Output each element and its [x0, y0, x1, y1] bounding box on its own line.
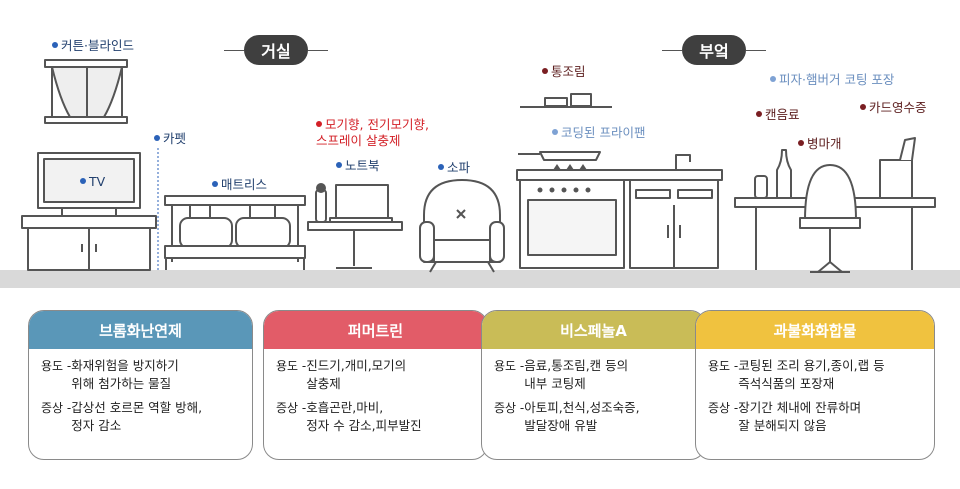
symptom-line: 정자 수 감소,피부발진 [306, 418, 422, 433]
label-can-drink: 캔음료 [756, 107, 800, 123]
bed-icon [164, 195, 306, 270]
furniture-illustration [21, 59, 936, 273]
card-title: 과불화화합물 [696, 311, 934, 349]
household-scene: 거실 부엌 커튼·블라인드 카펫 TV 매트리스 모기향, 전기모기향, 스프레… [0, 35, 960, 288]
card-title: 퍼머트린 [264, 311, 487, 349]
symptom-key: 증상 - [41, 401, 72, 415]
symptom-line: 잘 분해되지 않음 [738, 418, 827, 433]
use-key: 용도 - [708, 359, 739, 373]
label-mosquito-repellent: 모기향, 전기모기향, 스프레이 살충제 [316, 117, 429, 148]
card-title: 비스페놀A [482, 311, 705, 349]
floor [0, 270, 960, 288]
label-pizza-wrapper: 피자·햄버거 코팅 포장 [770, 72, 894, 88]
symptom-key: 증상 - [276, 401, 307, 415]
canned-food-icon [520, 93, 612, 108]
chair-icon [799, 164, 861, 273]
use-line: 코팅된 조리 용기,종이,랩 등 [738, 358, 885, 373]
use-line: 즉석식품의 포장재 [738, 376, 835, 391]
symptom-key: 증상 - [708, 401, 739, 415]
use-line: 살충제 [306, 376, 341, 391]
symptom-line: 갑상선 호르몬 역할 방해, [71, 400, 203, 415]
use-line: 진드기,개미,모기의 [306, 358, 407, 373]
label-frying-pan: 코딩된 프라이팬 [552, 125, 645, 141]
symptom-key: 증상 - [494, 401, 525, 415]
label-canned-food: 통조림 [542, 64, 586, 80]
label-bottle-cap: 병마개 [798, 136, 842, 152]
use-line: 내부 코팅제 [524, 376, 586, 391]
living-room-label: 거실 [244, 35, 308, 65]
use-key: 용도 - [41, 359, 72, 373]
label-notebook: 노트북 [336, 158, 380, 174]
room-title-kitchen: 부엌 [662, 35, 766, 65]
label-sofa: 소파 [438, 160, 470, 176]
room-title-living: 거실 [224, 35, 328, 65]
label-tv: TV [80, 174, 105, 190]
use-key: 용도 - [276, 359, 307, 373]
kitchen-label: 부엌 [682, 35, 746, 65]
curtain-icon [44, 59, 128, 124]
symptom-line: 정자 감소 [71, 418, 122, 433]
frying-pan-icon [518, 151, 601, 161]
tv-cabinet [21, 215, 157, 271]
use-key: 용도 - [494, 359, 525, 373]
sofa-icon [419, 179, 505, 273]
use-line: 화재위험을 방지하기 [71, 358, 179, 373]
card-title: 브롬화난연제 [29, 311, 252, 349]
use-line: 음료,통조림,캔 등의 [524, 358, 629, 373]
desk-with-notebook [307, 183, 403, 269]
symptom-line: 호흡곤란,마비, [306, 400, 384, 415]
label-receipt: 카드영수증 [860, 100, 927, 116]
label-curtain: 커튼·블라인드 [52, 38, 134, 54]
symptom-line: 아토피,천식,성조숙증, [524, 400, 640, 415]
use-line: 위해 첨가하는 물질 [71, 376, 172, 391]
kitchen-counter [516, 154, 723, 269]
tv-icon [37, 152, 141, 217]
label-carpet: 카펫 [154, 131, 186, 147]
label-mattress: 매트리스 [212, 177, 267, 193]
symptom-line: 발달장애 유발 [524, 418, 598, 433]
symptom-line: 장기간 체내에 잔류하며 [738, 400, 862, 415]
